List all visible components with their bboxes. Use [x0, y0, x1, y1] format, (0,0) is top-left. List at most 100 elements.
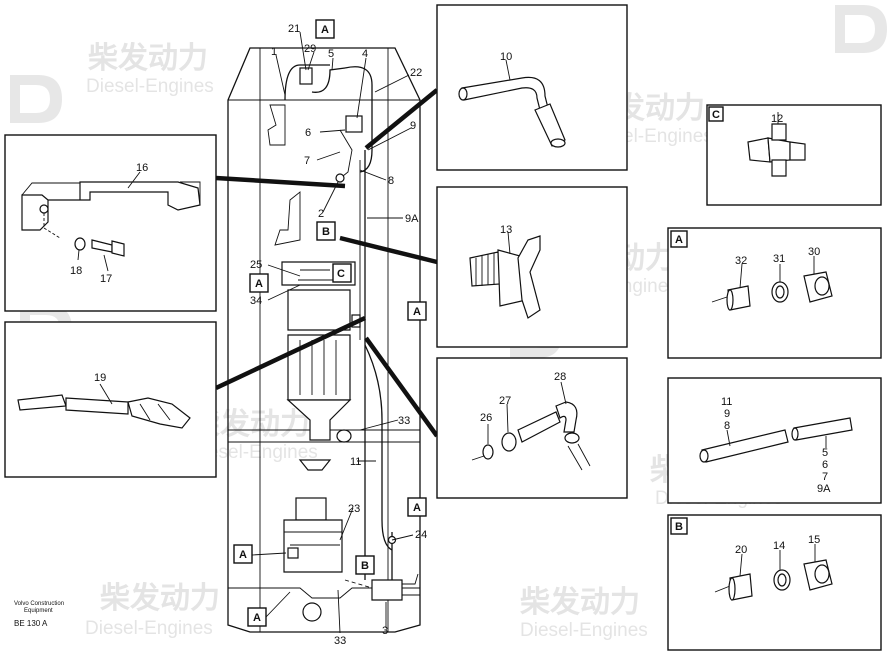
part-7: 7 — [822, 471, 828, 483]
inset-label-B: B — [675, 521, 683, 533]
detail-19-leader — [99, 383, 113, 405]
detail-28-leaders — [487, 381, 567, 444]
callout-29: 29 — [304, 43, 316, 55]
tee-top-arm — [771, 123, 787, 141]
callout-6: 6 — [305, 127, 311, 139]
part-27: 27 — [499, 395, 511, 407]
bracket-hole — [39, 204, 49, 214]
detail-valve-13: 13 — [436, 186, 628, 348]
svg-text:A: A — [413, 502, 421, 514]
part-26: 26 — [480, 412, 492, 424]
marker-A-pump-right: A — [407, 497, 427, 517]
nut-27 — [501, 432, 517, 452]
callout-7: 7 — [304, 155, 310, 167]
part-17: 17 — [100, 273, 112, 285]
detail-latch-19: 19 — [4, 321, 217, 478]
detail-elbow-10: 10 — [436, 4, 628, 171]
part-10: 10 — [500, 51, 512, 63]
detail-tee-C: C 12 — [706, 104, 882, 206]
thread-lines — [475, 253, 495, 286]
hose-left-end — [699, 449, 709, 463]
main-assembly: 21 1 29 5 4 22 9 6 7 8 2 9A 25 34 33 11 … — [227, 19, 427, 647]
detail-B-leaders — [739, 544, 816, 577]
valve-13-handle — [517, 235, 541, 319]
watermark-en: Diesel-Engines — [190, 442, 318, 463]
callout-3: 3 — [382, 625, 388, 637]
nut-15-bore — [814, 564, 830, 584]
upper-bracket — [267, 104, 286, 146]
pipe-33 — [364, 344, 393, 551]
sleeve-end — [550, 138, 566, 148]
marker-A-pump-left: A — [233, 544, 253, 564]
pump-body — [283, 519, 343, 573]
fitting-B-axis — [714, 585, 731, 593]
callout-2: 2 — [318, 208, 324, 220]
part-31: 31 — [773, 253, 785, 265]
callout-34: 34 — [250, 295, 262, 307]
tee-bottom-arm — [771, 159, 787, 177]
part-12: 12 — [771, 113, 783, 125]
pipe-1 — [284, 64, 330, 101]
callout-24: 24 — [415, 529, 427, 541]
detail-13-leader — [507, 231, 511, 255]
callout-1: 1 — [271, 46, 277, 58]
drain-cup — [298, 459, 332, 471]
callout-33-upper: 33 — [398, 415, 410, 427]
ring-31-inner — [775, 285, 785, 299]
ring-14-inner — [777, 573, 787, 587]
fitting-2 — [335, 173, 345, 183]
marker-C: C — [332, 263, 352, 283]
pipe-5 — [311, 67, 346, 93]
inset-label-A: A — [675, 234, 683, 246]
frame-outline — [227, 47, 421, 633]
strap-mid — [65, 397, 129, 415]
hose-sleeve — [534, 103, 566, 147]
part-13: 13 — [500, 224, 512, 236]
callout-8: 8 — [388, 175, 394, 187]
callout-25: 25 — [250, 259, 262, 271]
valve-4 — [345, 115, 363, 133]
nut-33 — [336, 429, 352, 443]
svg-text:B: B — [322, 226, 330, 238]
pump-top — [295, 497, 327, 521]
washer-18 — [74, 237, 86, 251]
marker-A-top: A — [315, 19, 335, 39]
filter-bracket — [287, 289, 351, 331]
marker-leaders — [251, 552, 291, 618]
pipe-28-tail — [567, 443, 591, 471]
callout-22: 22 — [410, 67, 422, 79]
part-30: 30 — [808, 246, 820, 258]
tee-left-arm — [747, 137, 771, 163]
callout-9A: 9A — [405, 213, 419, 225]
marker-A-filter: A — [249, 273, 269, 293]
connector-10 — [364, 88, 439, 150]
dashed-line — [344, 579, 373, 589]
connector-16 — [215, 175, 346, 189]
part-32: 32 — [735, 255, 747, 267]
pipe-stub-left — [471, 455, 485, 461]
svg-text:A: A — [253, 612, 261, 624]
detail-bracket-16: 16 18 17 — [4, 134, 217, 312]
filter-ribs — [299, 340, 337, 395]
valve-3 — [371, 579, 403, 601]
marker-A-right: A — [407, 301, 427, 321]
frame-inner-rails — [259, 48, 389, 632]
tee-center — [767, 137, 791, 163]
sleeve-20-end — [728, 577, 736, 601]
detail-A-leaders — [739, 256, 815, 289]
bolt-path — [43, 213, 61, 239]
svg-text:C: C — [337, 268, 345, 280]
elbow-28 — [555, 401, 578, 433]
part-19: 19 — [94, 372, 106, 384]
detail-fittings-A: A 32 31 30 — [667, 227, 882, 359]
mid-bracket — [274, 191, 301, 246]
detail-hoses: 11 9 8 5 6 7 9A — [667, 377, 882, 504]
elbow-end — [458, 87, 468, 101]
watermark-en: Diesel-Engines — [86, 76, 214, 97]
part-15: 15 — [808, 534, 820, 546]
nut-30-bore — [814, 276, 830, 296]
watermark-en: Diesel-Engines — [520, 620, 648, 641]
detail-fittings-B: B 20 14 15 — [667, 514, 882, 651]
callout-5: 5 — [328, 48, 334, 60]
